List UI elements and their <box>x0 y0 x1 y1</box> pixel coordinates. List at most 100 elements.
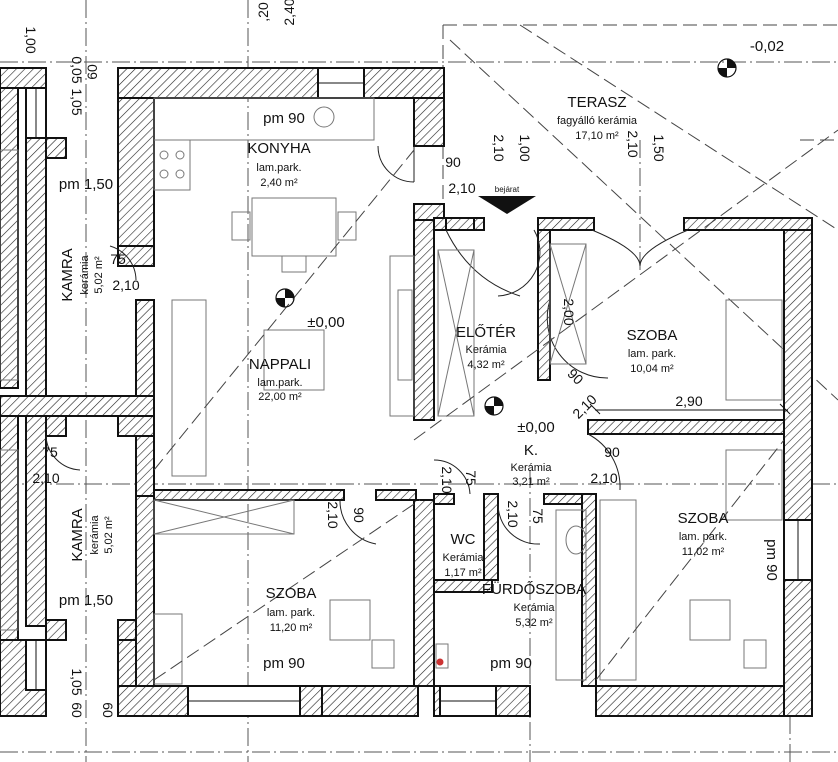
room-floor: Kerámia <box>443 552 485 564</box>
room-name: K. <box>524 442 538 459</box>
room-name: KONYHA <box>247 140 310 157</box>
room-kamra-2: KAMRA kerámia 5,02 m² <box>69 508 115 561</box>
dim-label: 1,50 <box>651 134 667 161</box>
room-floor: lam.park. <box>256 162 301 174</box>
room-area: 5,32 m² <box>515 617 553 629</box>
level-marker-terasz <box>717 58 737 78</box>
room-name: SZOBA <box>266 585 317 602</box>
dim-label: 90 <box>445 154 461 170</box>
dim-label: 2,10 <box>505 500 521 527</box>
room-area: 11,20 m² <box>270 622 313 634</box>
room-konyha: KONYHA lam.park. 2,40 m² <box>247 140 310 189</box>
level-marker-kozl <box>484 396 504 416</box>
dim-label: 2,10 <box>569 391 600 422</box>
room-area: 3,21 m² <box>512 476 550 488</box>
boiler-icon <box>436 658 444 666</box>
room-floor: kerámia <box>89 515 101 555</box>
dim-label: 75 <box>530 508 546 524</box>
dim-label: 1,05 <box>69 668 85 695</box>
dim-label: 60 <box>100 702 116 718</box>
room-name: WC <box>451 531 476 548</box>
room-area: 2,40 m² <box>260 177 298 189</box>
room-area: 22,00 m² <box>258 391 302 403</box>
dim-label: 75 <box>42 444 58 460</box>
room-area: 10,04 m² <box>630 363 674 375</box>
dim-label: 1,00 <box>517 134 533 161</box>
sill-konyha: pm 90 <box>263 110 305 127</box>
room-name: TERASZ <box>567 94 626 111</box>
room-eloter: ELŐTÉR Kerámia 4,32 m² <box>456 324 516 371</box>
room-floor: lam. park. <box>628 348 676 360</box>
sill-kamra-2: pm 1,50 <box>59 592 113 609</box>
room-name: KAMRA <box>59 248 76 301</box>
room-name: ELŐTÉR <box>456 324 516 341</box>
room-nappali: NAPPALI lam.park. 22,00 m² <box>249 356 311 403</box>
room-kamra-1: KAMRA kerámia 5,02 m² <box>59 248 105 301</box>
dim-label: 2,10 <box>325 501 341 528</box>
room-furdoszoba: FÜRDŐSZOBA Kerámia 5,32 m² <box>482 580 586 629</box>
room-name: KAMRA <box>69 508 86 561</box>
room-floor: Kerámia <box>466 344 508 356</box>
room-floor: lam. park. <box>679 531 727 543</box>
room-szoba-3: SZOBA lam. park. 11,20 m² <box>266 585 317 634</box>
dimension-lines <box>589 403 791 415</box>
furniture <box>0 97 783 685</box>
room-floor: Kerámia <box>511 462 553 474</box>
dim-label: 2,10 <box>625 130 641 157</box>
room-name: FÜRDŐSZOBA <box>482 580 586 598</box>
sill-szoba-3: pm 90 <box>263 655 305 672</box>
dim-label: 60 <box>84 64 100 80</box>
dim-label: 60 <box>69 702 85 718</box>
level-kozlekedo: ±0,00 <box>517 419 554 436</box>
room-floor: lam.park. <box>257 377 302 389</box>
room-szoba-2: SZOBA lam. park. 11,02 m² <box>678 510 729 558</box>
dim-label: 2,10 <box>491 134 507 161</box>
room-area: 1,17 m² <box>444 567 482 579</box>
doors <box>45 145 689 545</box>
dimension-labels: 1,00 ,20 2,40 60 0,05 1,05 2,10 1,00 2,1… <box>23 0 703 718</box>
dim-label: 90 <box>564 365 586 387</box>
dim-label: 2,10 <box>448 180 475 196</box>
room-floor: kerámia <box>79 255 91 295</box>
dim-label: 1,05 <box>69 88 85 115</box>
dim-label: 2,90 <box>675 393 702 409</box>
dim-label: ,20 <box>255 2 271 22</box>
room-area: 4,32 m² <box>467 359 505 371</box>
room-floor: Kerámia <box>514 602 556 614</box>
dim-label: 75 <box>463 470 479 486</box>
dim-label: 0,05 <box>69 56 85 83</box>
room-floor: lam. park. <box>267 607 315 619</box>
guide-lines <box>153 129 838 681</box>
room-area: 5,02 m² <box>93 256 105 294</box>
dim-label: 2,40 <box>281 0 297 26</box>
entrance-arrow-icon <box>478 196 536 214</box>
level-nappali: ±0,00 <box>307 314 344 331</box>
room-name: SZOBA <box>678 510 729 527</box>
room-name: SZOBA <box>627 327 678 344</box>
dim-label: 2,10 <box>112 277 139 293</box>
sill-szoba-2: pm 90 <box>763 539 780 581</box>
level-marker-nappali <box>275 288 295 308</box>
sill-furdo: pm 90 <box>490 655 532 672</box>
dim-label: 2,00 <box>561 298 577 325</box>
room-szoba-1: SZOBA lam. park. 10,04 m² <box>627 327 678 375</box>
dim-label: 90 <box>604 444 620 460</box>
dim-label: 1,00 <box>23 26 39 53</box>
windows <box>25 67 813 717</box>
dim-label: 2,10 <box>590 470 617 486</box>
sill-kamra-1: pm 1,50 <box>59 176 113 193</box>
room-area: 11,02 m² <box>682 546 725 558</box>
room-terasz: TERASZ fagyálló kerámia 17,10 m² <box>557 94 638 142</box>
room-name: NAPPALI <box>249 356 311 373</box>
dim-label: 75 <box>110 251 126 267</box>
room-area: 17,10 m² <box>575 130 619 142</box>
room-floor: fagyálló kerámia <box>557 115 638 127</box>
dim-label: 90 <box>351 507 367 523</box>
room-kozlekedo: K. Kerámia 3,21 m² <box>511 442 553 488</box>
room-wc: WC Kerámia 1,17 m² <box>443 531 485 579</box>
level-terasz: -0,02 <box>750 38 784 55</box>
room-area: 5,02 m² <box>103 516 115 554</box>
terrace-outline <box>442 24 838 401</box>
entrance-label: bejárat <box>495 185 520 194</box>
